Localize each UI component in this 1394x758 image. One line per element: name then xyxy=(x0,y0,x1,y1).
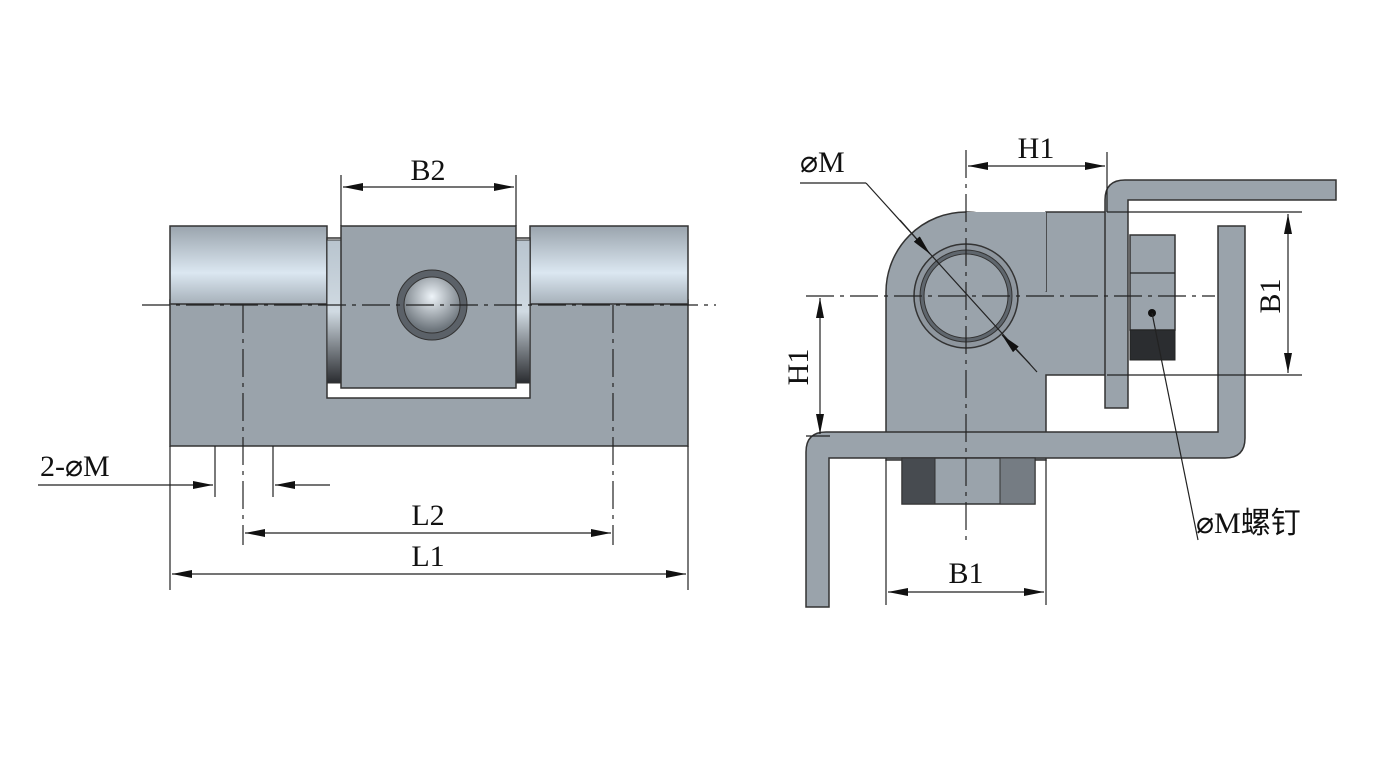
h1-top-label: H1 xyxy=(1018,132,1055,165)
side-view: ⌀M H1 B1 H1 B1 ⌀M螺钉 xyxy=(782,132,1337,608)
b1-bottom-label: B1 xyxy=(948,557,983,590)
right-ring xyxy=(515,239,531,384)
b2-label: B2 xyxy=(410,154,445,187)
screw-block-dark xyxy=(1129,329,1176,361)
knuckle-lug-top xyxy=(966,212,1046,292)
hole-arrow xyxy=(1001,334,1031,365)
right-knuckle xyxy=(529,225,689,305)
nut-face-dark xyxy=(901,457,936,505)
screw-leader xyxy=(1151,312,1199,541)
b1-right-label: B1 xyxy=(1254,278,1287,313)
screw-label: ⌀M螺钉 xyxy=(1196,507,1301,540)
front-view: B2 2-⌀M L2 L1 xyxy=(38,154,716,590)
hole-label: ⌀M xyxy=(800,146,845,179)
left-knuckle xyxy=(169,225,328,305)
holes-label: 2-⌀M xyxy=(40,450,110,483)
nut-face-mid xyxy=(999,457,1036,505)
lower-bracket xyxy=(805,225,1246,608)
l1-label: L1 xyxy=(411,540,444,573)
h1-left-label: H1 xyxy=(782,349,815,386)
l2-label: L2 xyxy=(411,499,444,532)
left-ring xyxy=(326,239,342,384)
upper-bracket xyxy=(1104,179,1337,409)
hole-arrow xyxy=(899,219,931,255)
